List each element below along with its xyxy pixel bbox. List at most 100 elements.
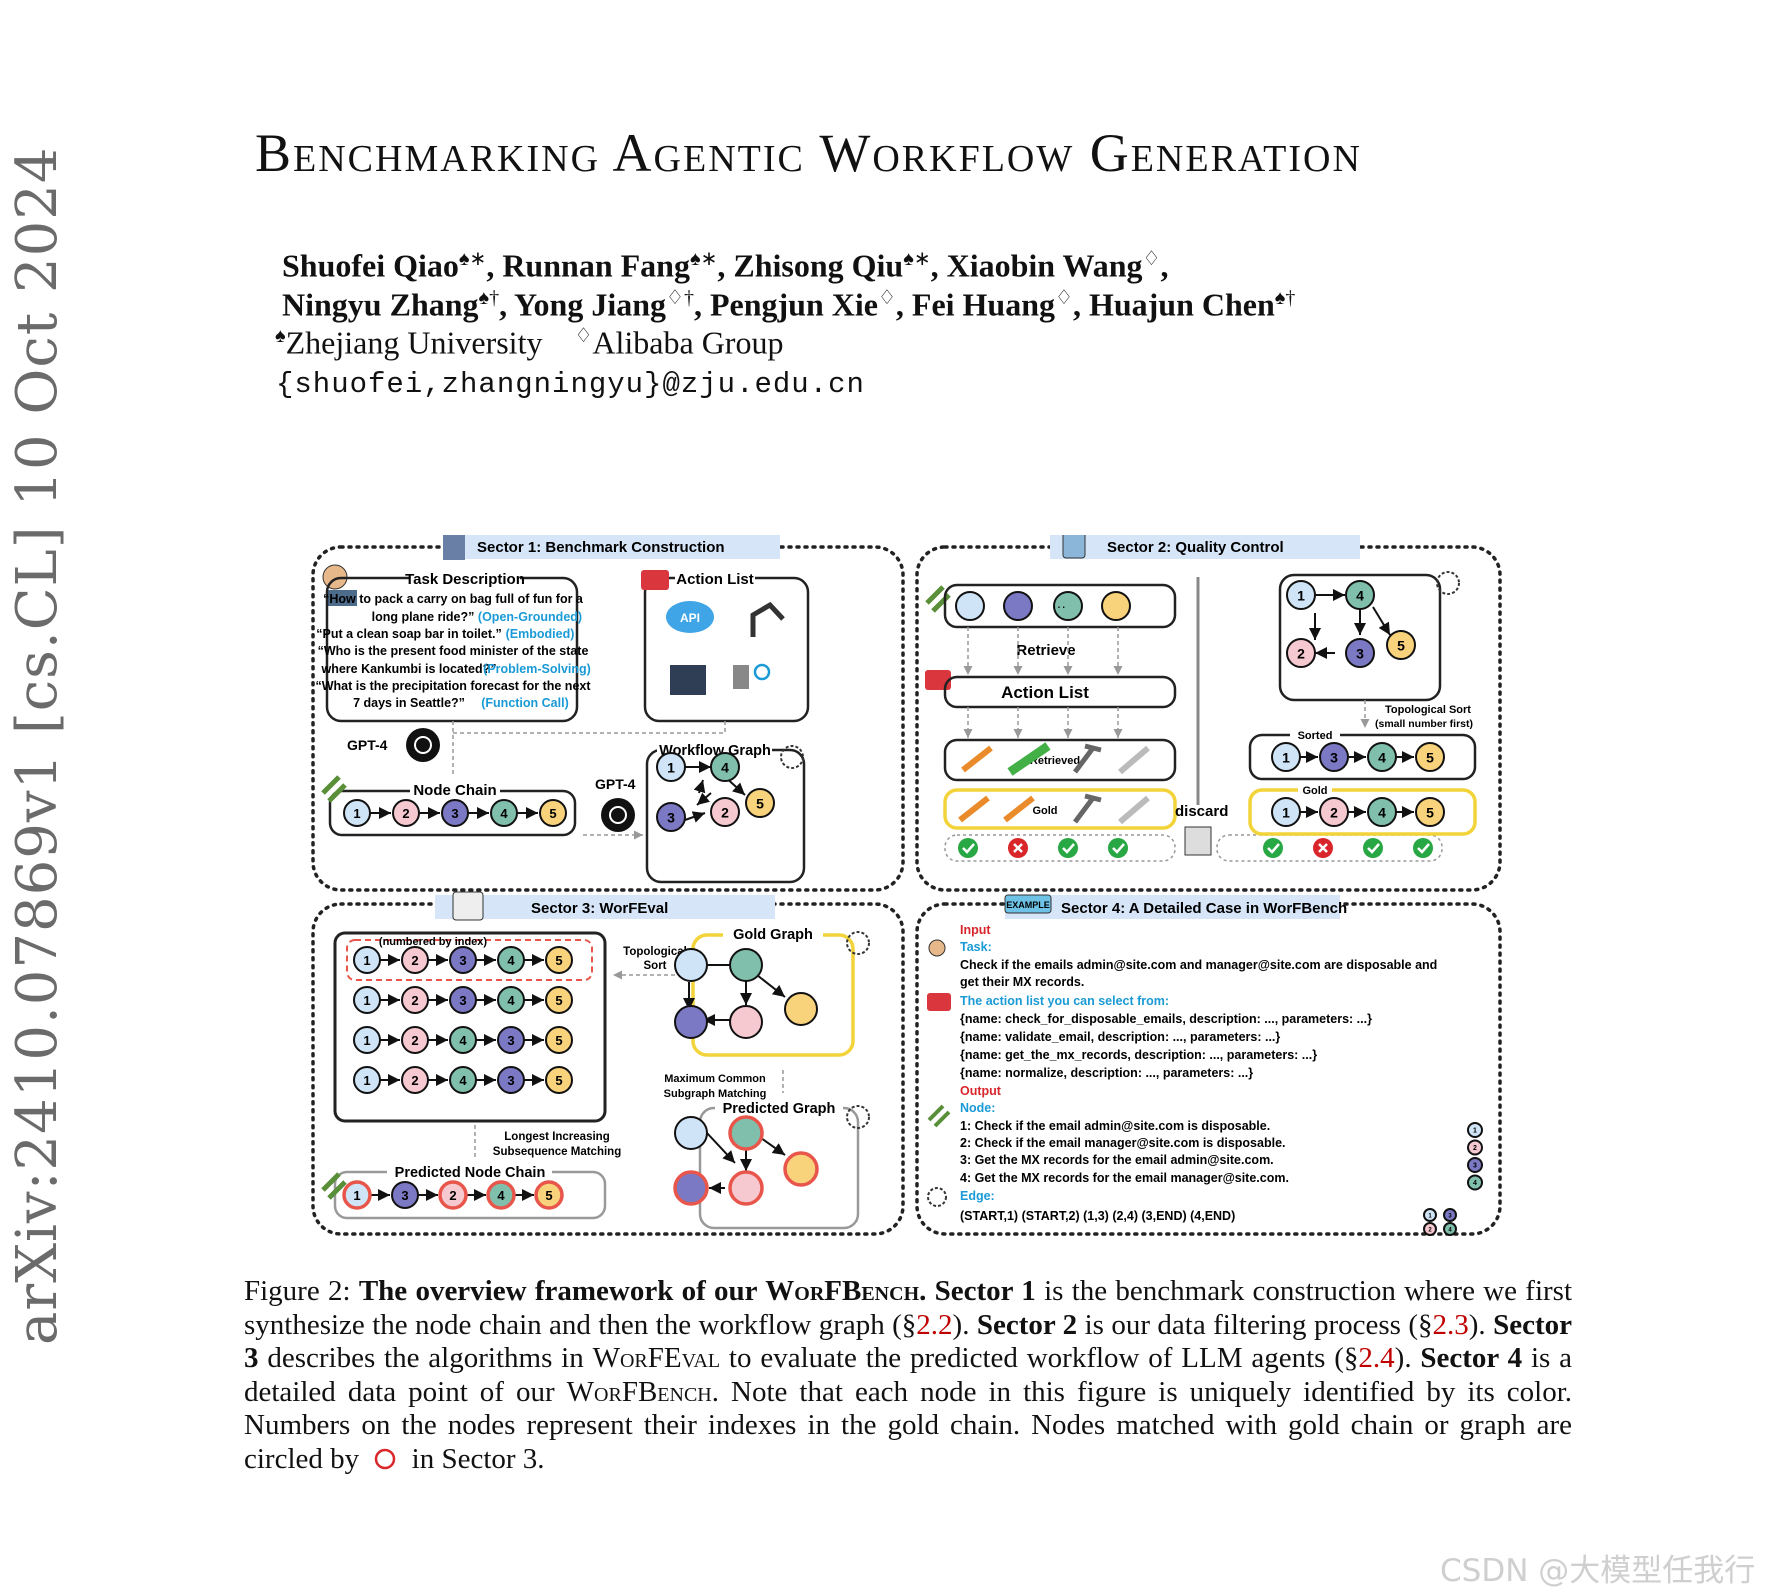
author-mark: ♠† (1274, 287, 1296, 309)
workflow-node-1: 1 (1423, 1208, 1437, 1222)
retrieved-label: Retrieved (1030, 755, 1080, 767)
author-line-1: Shuofei Qiao♠∗, Runnan Fang♠∗, Zhisong Q… (282, 247, 1169, 284)
quality-graph-box (1278, 573, 1442, 702)
overview-figure: Sector 1: Benchmark Construction Sector … (311, 535, 1502, 1236)
graph-edge (756, 974, 786, 998)
node-index-label: 3 (1473, 1163, 1477, 1170)
affil-mark: ♠ (275, 325, 286, 347)
author-mark: ♠∗ (903, 248, 931, 270)
workflow-node-4: 4 (497, 946, 525, 974)
check-marks (958, 838, 1433, 858)
node-item: 4: Get the MX records for the email mana… (960, 1171, 1289, 1185)
workflow-node-1: 1 (342, 1180, 372, 1210)
workflow-node-5: 5 (539, 799, 567, 827)
workflow-node-1 (955, 591, 985, 621)
gpt4-logo-icon (601, 798, 635, 832)
action-list-box (643, 576, 810, 723)
node-index-label: 4 (1473, 1180, 1477, 1187)
toolbox-icon (927, 993, 951, 1011)
check-icon (1363, 838, 1383, 858)
trash-bin-icon (1184, 826, 1212, 856)
node-index-label: 1 (363, 1033, 370, 1048)
workflow-node-5 (1101, 591, 1131, 621)
node-index-label: 2 (1330, 804, 1338, 820)
red-circle-icon (375, 1448, 396, 1469)
graph-edge (760, 1137, 786, 1156)
task-line: Check if the emails admin@site.com and m… (960, 958, 1437, 972)
caption-text: is a detailed data point of our (244, 1342, 1572, 1408)
retrieve-label: Retrieve (1016, 642, 1075, 659)
workflow-node-4: 4 (497, 986, 525, 1014)
robot-arm-icon (750, 601, 785, 637)
mcs-label: Maximum Common (664, 1073, 766, 1085)
author-mark: ♢ (877, 287, 896, 309)
author-mark: ♠∗ (689, 248, 718, 270)
example-tag-icon (1004, 894, 1052, 914)
caption-text: . Note that each node in this figure is … (244, 1375, 1573, 1475)
mcs-sub: Subgraph Matching (664, 1088, 767, 1100)
paper-title: Benchmarking Agentic Workflow Generation (255, 123, 1362, 183)
workflow-node-4: 4 (1443, 1222, 1457, 1236)
workflow-node-2: 2 (392, 799, 420, 827)
node-index-label: 2 (449, 1188, 456, 1203)
task-description-title: Task Description (405, 571, 525, 588)
node-index-label: 5 (555, 953, 562, 968)
edge-label: Edge: (960, 1189, 995, 1203)
workflow-node-4 (729, 948, 763, 982)
task-quote: “What is the precipitation forecast for … (315, 679, 591, 693)
task-tag: (Open-Grounded) (478, 610, 582, 624)
caption-ref[interactable]: 2.4 (1358, 1342, 1395, 1374)
node-index-label: 5 (1397, 637, 1405, 653)
caption-text: describes the algorithms in (258, 1342, 593, 1374)
node-index-label: 4 (507, 993, 515, 1008)
caption-ref[interactable]: 2.3 (1432, 1308, 1469, 1341)
numbered-label: (numbered by index) (379, 936, 488, 948)
affil-name: Alibaba Group (592, 324, 784, 361)
author-name: Runnan Fang (502, 247, 690, 284)
author-mark: ♢† (666, 287, 694, 309)
affiliations: ♠Zhejiang University ♢Alibaba Group (275, 323, 783, 362)
chain-link-icon (321, 1172, 347, 1200)
chain-link-icon (321, 775, 347, 803)
caption-text: ). (1468, 1308, 1494, 1341)
author-line-2: Ningyu Zhang♠†, Yong Jiang♢†, Pengjun Xi… (282, 286, 1296, 323)
tool-icons (958, 742, 1150, 825)
topo-sort-label: Topological Sort (1385, 704, 1471, 716)
workflow-node-4: 4 (1367, 797, 1397, 827)
workflow-node-1: 1 (656, 752, 686, 782)
sector4-header: Sector 4: A Detailed Case in WorFBench (1061, 900, 1347, 917)
author-mark: ♠† (478, 287, 500, 309)
graph-network-icon (780, 745, 804, 769)
node-index-label: 4 (507, 953, 515, 968)
workflow-node-3: 3 (656, 802, 686, 832)
caption-ref[interactable]: 2.2 (916, 1308, 953, 1341)
node-index-label: 2 (411, 1073, 418, 1088)
author-name: Ningyu Zhang (282, 286, 479, 323)
task-tag: (Embodied) (506, 627, 575, 641)
node-index-label: 5 (756, 795, 764, 811)
workflow-node-5: 5 (545, 1066, 573, 1094)
workflow-node-1 (674, 948, 708, 982)
chain-link-icon (927, 1104, 951, 1128)
hammer-icon (1073, 743, 1102, 774)
task-quote: 7 days in Seattle?” (353, 696, 465, 710)
workflow-node-4 (1053, 591, 1083, 621)
workflow-node-2 (728, 1170, 764, 1206)
check-icon (1058, 838, 1078, 858)
sorted-label: Sorted (1298, 730, 1333, 742)
figure-caption: Figure 2: The overview framework of our … (244, 1275, 1572, 1476)
workflow-node-5: 5 (534, 1180, 564, 1210)
workflow-node-5: 5 (745, 788, 775, 818)
node-item: 1: Check if the email admin@site.com is … (960, 1119, 1270, 1133)
task-quote: “Who is the present food minister of the… (318, 644, 589, 658)
node-index-label: 1 (1473, 1128, 1477, 1135)
node-index-label: 2 (1428, 1227, 1432, 1233)
workflow-node-1: 1 (353, 986, 381, 1014)
caption-eval: WorFEval (592, 1342, 721, 1374)
node-index-label: 3 (459, 953, 466, 968)
workflow-node-3: 3 (1443, 1208, 1457, 1222)
caption-sector-4: Sector 4 (1420, 1342, 1523, 1374)
cross-icon (1313, 838, 1333, 858)
workflow-node-5: 5 (1415, 797, 1445, 827)
author-name: Yong Jiang (513, 286, 667, 323)
